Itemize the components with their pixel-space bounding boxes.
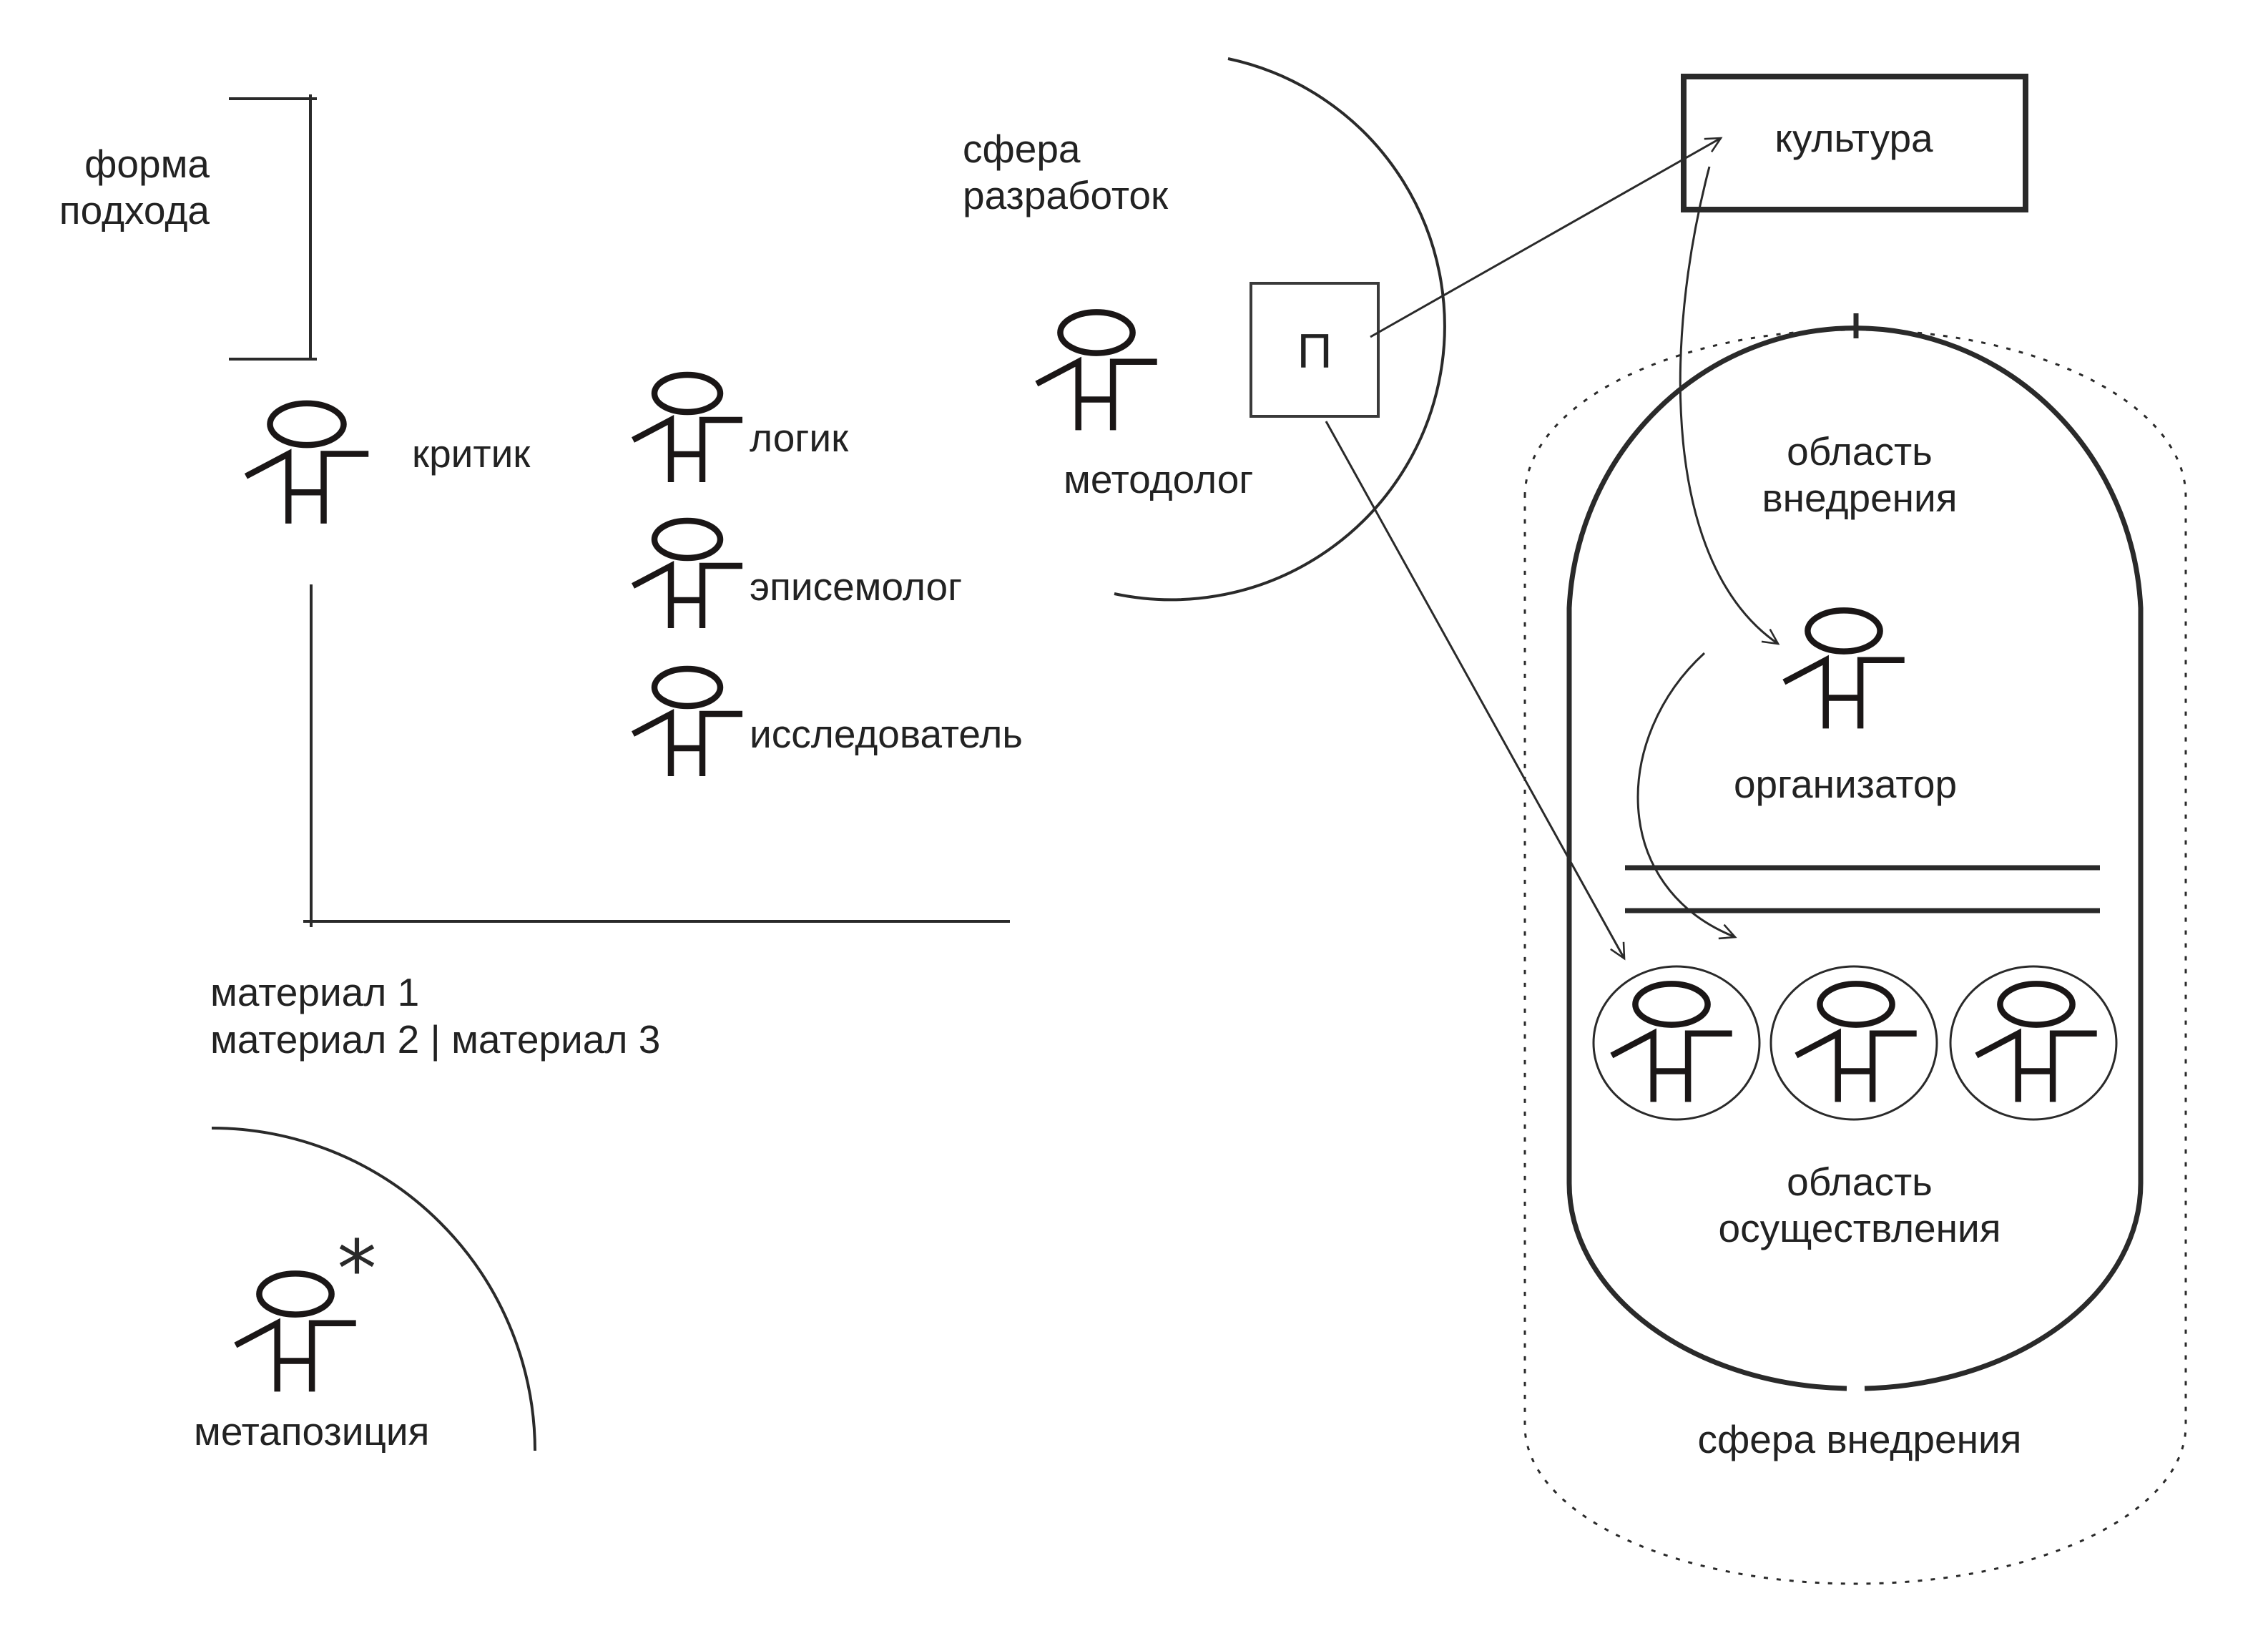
performer-ellipse-2: [1769, 965, 1938, 1121]
approach-form-label-line2: подхода: [59, 188, 210, 232]
project-box: [1250, 282, 1380, 418]
organizer-figure-icon: [1782, 607, 1905, 729]
development-sphere-label-line2: разработок: [963, 173, 1169, 217]
implementation-sphere-boundary: [1523, 328, 2187, 1585]
logician-figure-icon: [632, 371, 742, 482]
episemologist-figure-icon: [632, 517, 742, 628]
implementation-area-label-line1: область: [1787, 429, 1933, 474]
figure-head: [651, 517, 724, 562]
stick-figures: [234, 309, 2097, 1392]
figure-head: [267, 400, 347, 449]
materials-line1: материал 1: [210, 970, 419, 1014]
performer-figure-icon-2: [1795, 981, 1917, 1102]
logician-label: логик: [750, 416, 849, 460]
figure-head: [1817, 981, 1895, 1028]
performer-figure-icon-3: [1975, 981, 2097, 1102]
figure-body: [1035, 356, 1157, 431]
metaposition-boundary-arc: [211, 1127, 536, 1451]
figure-body: [1782, 655, 1905, 729]
researcher-label: исследователь: [750, 712, 1023, 756]
critic-figure-icon: [244, 400, 369, 524]
figure-body: [632, 414, 742, 482]
culture-box-label: культура: [1774, 116, 1933, 160]
organizer-label: организатор: [1734, 762, 1957, 806]
methodologist-label: методолог: [1064, 457, 1253, 501]
figure-body: [1975, 1028, 2097, 1102]
figure-head: [651, 665, 724, 710]
figure-body: [1610, 1028, 1732, 1102]
arrow-project-to-culture: [1370, 138, 1721, 338]
metaposition-asterisk-icon: *: [338, 1223, 377, 1315]
figure-body: [632, 560, 742, 628]
figure-head: [1805, 607, 1883, 655]
culture-box: [1681, 74, 2028, 212]
figure-head: [1997, 981, 2076, 1028]
arrow-project-to-performers: [1325, 421, 1624, 959]
metaposition-figure-icon: [234, 1270, 356, 1392]
figure-head: [1057, 309, 1136, 356]
episemologist-label: эписемолог: [750, 564, 962, 609]
performer-figure-icon-1: [1610, 981, 1732, 1102]
realization-area-label-line1: область: [1787, 1160, 1933, 1204]
arrow-organizer-to-performers: [1636, 652, 1735, 937]
researcher-figure-icon: [632, 665, 742, 776]
project-box-label: П: [1297, 324, 1332, 378]
approach-form-label-line1: форма: [84, 142, 210, 186]
methodologist-figure-icon: [1035, 309, 1157, 431]
implementation-sphere-label: сфера внедрения: [1698, 1417, 2022, 1461]
development-sphere-label-line1: сфера: [963, 127, 1081, 171]
materials-line2: материал 2 | материал 3: [210, 1017, 660, 1062]
realization-area-label-line2: осуществления: [1718, 1206, 2001, 1250]
figure-body: [1795, 1028, 1917, 1102]
figure-head: [651, 371, 724, 416]
figure-body: [632, 708, 742, 776]
implementation-area-label-line2: внедрения: [1762, 476, 1957, 520]
figure-body: [244, 449, 369, 524]
critic-label: критик: [412, 431, 531, 476]
figure-head: [1632, 981, 1711, 1028]
development-sphere-arc: [1114, 57, 1446, 602]
arrow-culture-to-organizer: [1679, 166, 1778, 644]
figure-head: [256, 1270, 335, 1318]
approach-form-bracket: [229, 94, 317, 361]
performer-ellipse-1: [1592, 965, 1761, 1121]
performer-ellipse-3: [1949, 965, 2118, 1121]
figure-body: [234, 1318, 356, 1392]
metaposition-label: метапозиция: [194, 1409, 429, 1454]
